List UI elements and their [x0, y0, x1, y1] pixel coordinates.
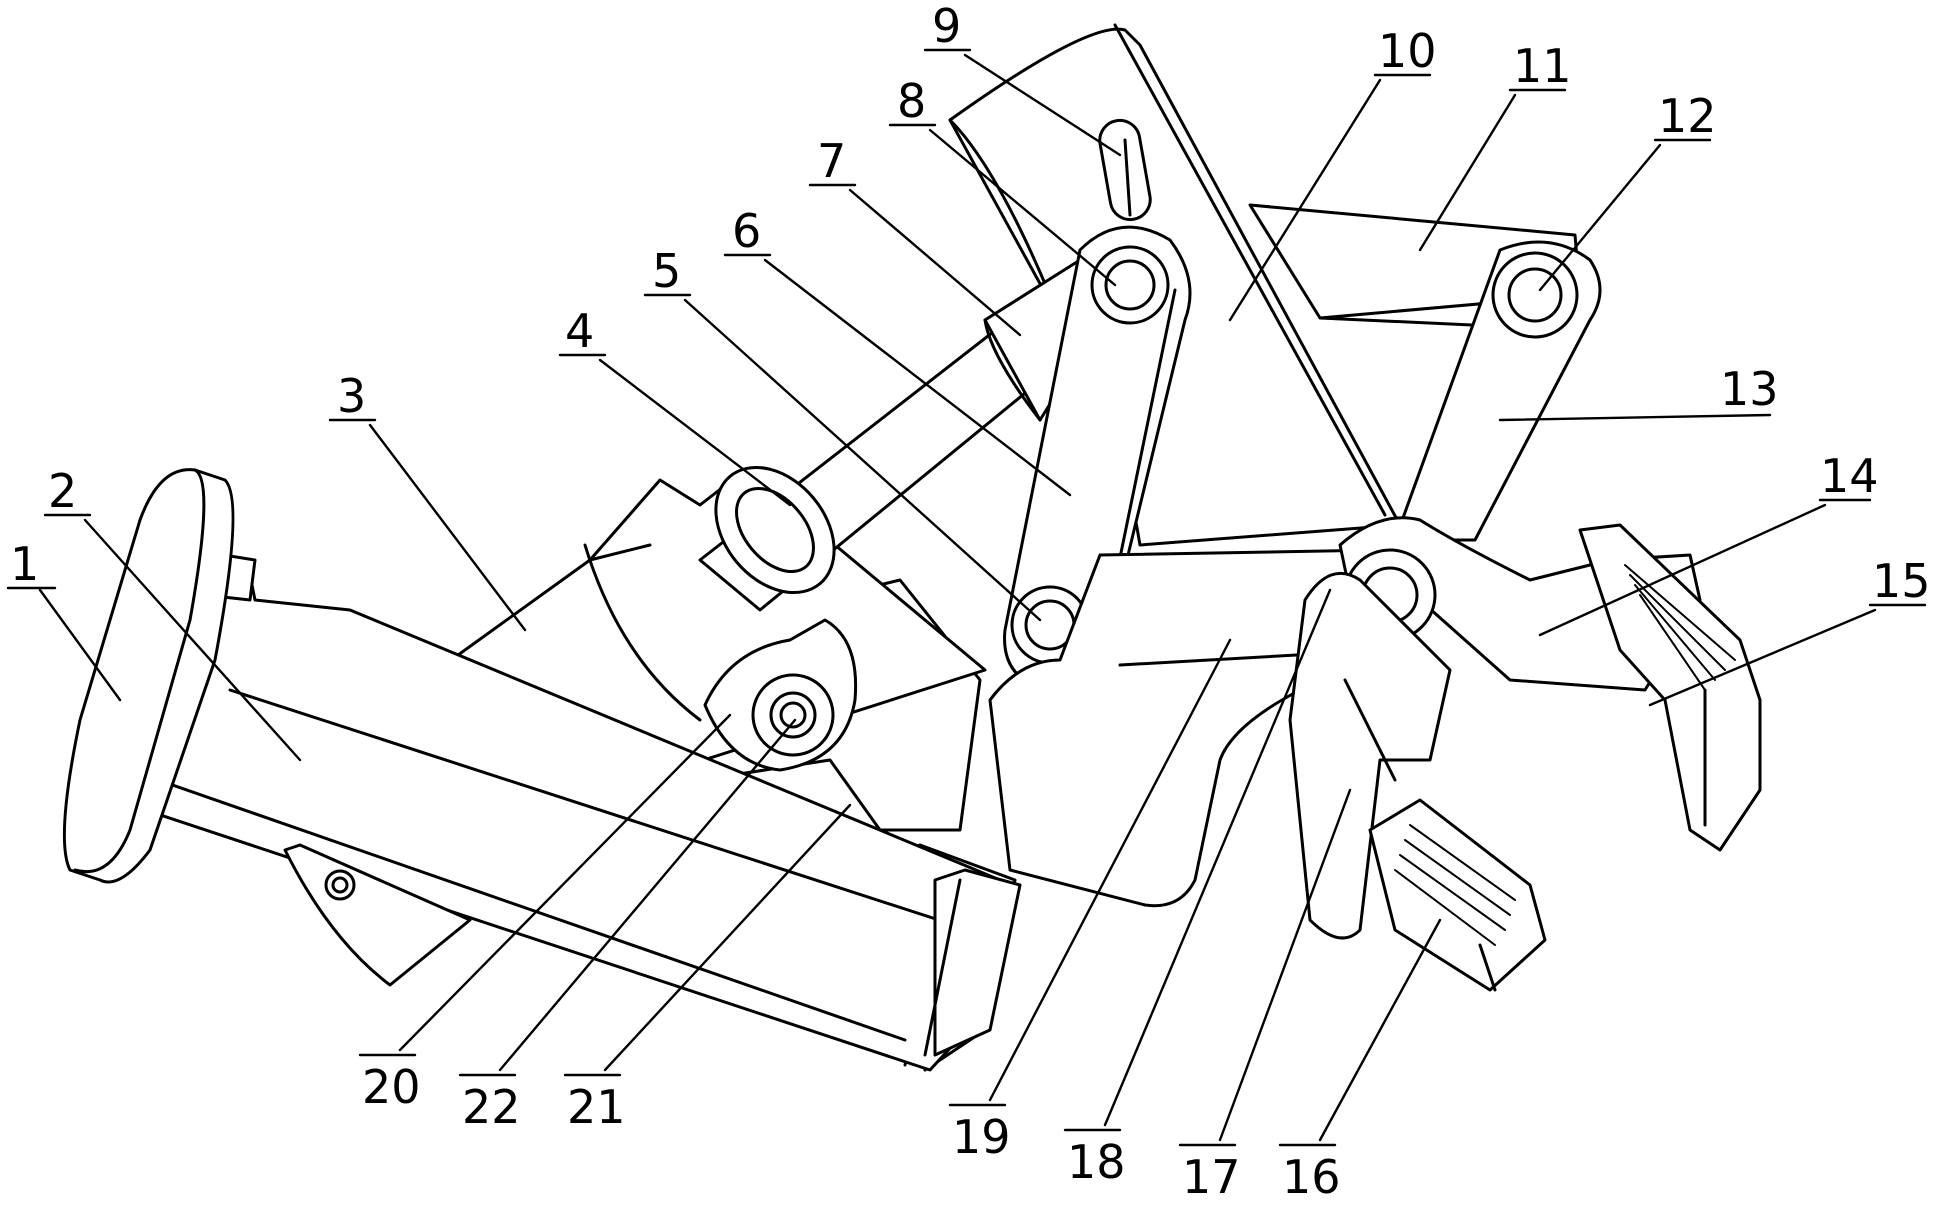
callout-7: 7: [817, 134, 846, 188]
callout-8: 8: [897, 74, 926, 128]
leader-12-arrow: [1540, 145, 1660, 290]
leader-7-arrow: [850, 190, 1020, 335]
callout-11: 11: [1513, 39, 1572, 93]
callout-4: 4: [565, 304, 594, 358]
callout-14: 14: [1820, 449, 1879, 503]
callout-1: 1: [10, 537, 39, 591]
callout-13: 13: [1720, 362, 1779, 416]
callout-5: 5: [652, 244, 681, 298]
callout-19: 19: [952, 1110, 1011, 1164]
leader-17-arrow: [1220, 790, 1350, 1140]
callout-18: 18: [1067, 1135, 1126, 1189]
callout-3: 3: [337, 369, 366, 423]
leader-16-arrow: [1320, 920, 1440, 1140]
callout-2: 2: [48, 464, 77, 518]
callout-6: 6: [732, 204, 761, 258]
callout-9: 9: [932, 0, 961, 53]
callout-22: 22: [462, 1080, 521, 1134]
callout-15: 15: [1872, 554, 1931, 608]
leader-3-arrow: [370, 425, 525, 630]
callout-10: 10: [1378, 24, 1437, 78]
part-16-lower-claw: [1370, 800, 1545, 990]
callout-21: 21: [567, 1080, 626, 1134]
callout-17: 17: [1182, 1150, 1241, 1204]
callout-20: 20: [362, 1060, 421, 1114]
callout-16: 16: [1282, 1150, 1341, 1204]
mechanism-assembly: [64, 25, 1760, 1070]
leader-4-arrow: [600, 360, 790, 505]
callout-12: 12: [1658, 89, 1717, 143]
